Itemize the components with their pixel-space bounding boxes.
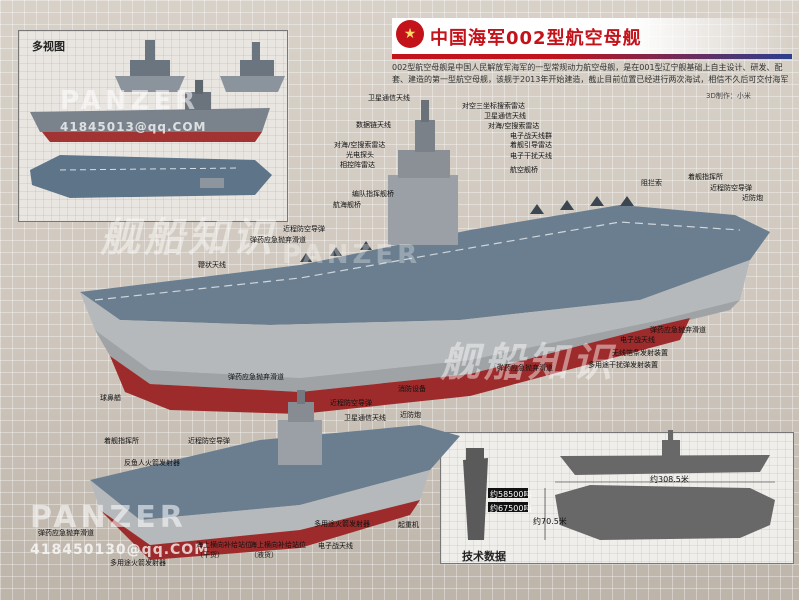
label-ammo-lift: 弹药应急抛弃滑道 [250, 236, 306, 244]
label-nav-radar: 卫星通信天线 [484, 112, 526, 120]
label-radar-3d: 对空三坐标搜索雷达 [462, 102, 525, 110]
label-phased: 相控阵雷达 [340, 161, 375, 169]
front-silhouette-icon [463, 448, 488, 540]
label-b-ammo: 弹药应急抛弃滑道 [38, 529, 94, 537]
label-air-sea-radar: 对海/空搜索雷达 [488, 122, 540, 130]
label-b-rescue2: 海上横向补给站位（液货） [250, 541, 306, 559]
watermark-id: 41845013@qq.COM [60, 120, 207, 134]
label-satcom: 卫星通信天线 [368, 94, 410, 102]
title-stripe [392, 54, 792, 59]
main-ship-icon [80, 100, 770, 414]
tech-length: 约308.5米 [650, 475, 689, 484]
multiview-front-icon [115, 40, 285, 92]
label-ciws-fwd: 近程防空导弹 [283, 225, 325, 233]
watermark-site-2: 舰船知识 [440, 340, 616, 386]
label-b-decoy: 多用途火箭发射器 [110, 559, 166, 567]
label-b-lift: 起重机 [398, 521, 419, 529]
tech-displacement-std: 约58500吨 [490, 490, 532, 499]
label-bridge: 航空舰桥 [510, 166, 538, 174]
label-decoy2: 多用途干扰弹发射装置 [588, 361, 658, 369]
top-silhouette-icon [555, 485, 775, 540]
label-nav-bridge: 航海舰桥 [333, 201, 361, 209]
label-ammo-lift2: 弹药应急抛弃滑道 [650, 326, 706, 334]
label-sea-air-radar: 对海/空搜索雷达 [334, 141, 386, 149]
label-ciws-r: 近程防空导弹 [710, 184, 752, 192]
label-fire: 消防设备 [398, 385, 426, 393]
watermark-brand-3: PANZER [30, 500, 187, 535]
multiview-top-icon [30, 155, 272, 198]
label-island-cmd: 编队指挥舰桥 [352, 190, 394, 198]
label-mast: 鞭状天线 [198, 261, 226, 269]
watermark-site: 舰船知识 [100, 215, 276, 261]
label-ammo-lift3: 弹药应急抛弃滑道 [497, 364, 553, 372]
label-b-satcom: 卫星通信天线 [344, 414, 386, 422]
credit: 3D制作：小米 [706, 92, 751, 100]
label-b-ew: 电子战天线 [318, 542, 353, 550]
tech-displacement-full: 约67500吨 [490, 504, 532, 513]
label-ew: 电子战天线群 [510, 132, 552, 140]
tech-title: 技术数据 [462, 550, 506, 563]
label-ecm: 电子干扰天线 [510, 152, 552, 160]
label-b-ciws2: 近程防空导弹 [188, 437, 230, 445]
multiview-side-icon [30, 80, 270, 142]
label-optical: 光电探头 [346, 151, 374, 159]
multiview-title: 多视图 [32, 40, 65, 53]
intro-text: 002型航空母舰是中国人民解放军海军的一型常规动力航空母舰，是在001型辽宁舰基… [392, 63, 789, 84]
label-b-landing-cmd: 着舰指挥所 [104, 437, 139, 445]
label-landing-radar: 着舰引导雷达 [510, 141, 552, 149]
watermark-brand: PANZER [60, 86, 200, 116]
label-landing-cmd: 着舰指挥所 [688, 173, 723, 181]
watermark-brand-2: PANZER [282, 240, 422, 270]
label-ew2: 电子战天线 [620, 336, 655, 344]
navy-emblem-icon: ★ [396, 20, 424, 48]
label-datalink: 数据链天线 [356, 121, 391, 129]
page-title: 中国海军002型航空母舰 [430, 28, 642, 49]
label-arrester: 阻拦索 [641, 179, 662, 187]
label-b-rescue1: 海上横向补给站位（干货） [196, 541, 252, 559]
label-ammo-slide3: 弹药应急抛弃滑道 [228, 373, 284, 381]
label-ciws-gun: 近防炮 [742, 194, 763, 202]
label-b-ciws: 近程防空导弹 [330, 399, 372, 407]
watermark-id-2: 418450130@qq.COM [30, 542, 210, 558]
side-silhouette-icon [560, 430, 770, 475]
label-b-antisub: 反鱼人火箭发射器 [124, 459, 180, 467]
rear-view-ship-icon [90, 390, 460, 560]
title-bar [392, 18, 792, 54]
label-b-decoy2: 多用途火箭发射器 [314, 520, 370, 528]
tech-width: 约70.5米 [533, 517, 567, 526]
label-b-ciws-gun: 近防炮 [400, 411, 421, 419]
label-bulb: 球鼻艏 [100, 394, 121, 402]
label-decoy: 无线箔条发射装置 [612, 349, 668, 357]
